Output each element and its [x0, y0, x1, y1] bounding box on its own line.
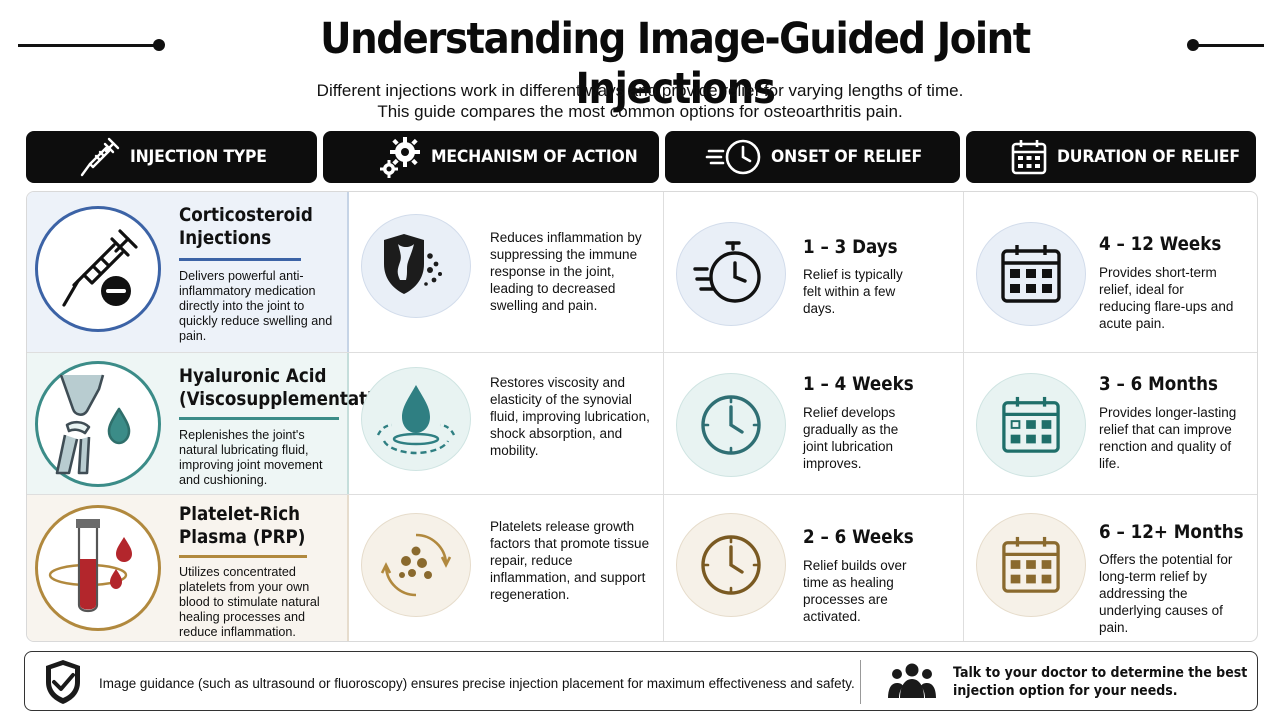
- type-name-line-1: Platelet-Rich: [179, 503, 301, 525]
- subtitle-line-2: This guide compares the most common opti…: [377, 102, 903, 121]
- duration-cell: 3 – 6 Months Provides longer-lasting rel…: [964, 353, 1257, 494]
- type-description: Delivers powerful anti-inflammatory medi…: [179, 269, 333, 343]
- type-name-line-1: Corticosteroid: [179, 204, 313, 226]
- duration-cell: 6 – 12+ Months Offers the potential for …: [964, 495, 1257, 641]
- type-underline: [179, 555, 307, 558]
- footer-note: Image guidance (such as ultrasound or fl…: [99, 676, 855, 691]
- subtitle-line-1: Different injections work in different w…: [316, 81, 964, 100]
- type-description: Replenishes the joint's natural lubricat…: [179, 428, 323, 487]
- footer-cta-line-1: Talk to your doctor to determine the bes…: [953, 665, 1248, 681]
- water-drop-icon: [361, 367, 471, 471]
- duration-cell: 4 – 12 Weeks Provides short-term relief,…: [964, 192, 1257, 352]
- gears-icon: [375, 131, 427, 183]
- shield-joint-icon: [361, 214, 471, 318]
- header-mechanism: MECHANISM OF ACTION: [323, 131, 659, 183]
- onset-heading: 2 – 6 Weeks: [803, 526, 914, 548]
- title-dot-left: [153, 39, 165, 51]
- footer-note-box: Image guidance (such as ultrasound or fl…: [24, 651, 1258, 711]
- clock-icon: [676, 373, 786, 477]
- duration-text: Provides longer-lasting relief that can …: [1099, 405, 1237, 471]
- onset-text: Relief develops gradually as the joint l…: [803, 405, 899, 471]
- onset-cell: 1 – 4 Weeks Relief develops gradually as…: [664, 353, 964, 494]
- onset-heading: 1 – 3 Days: [803, 236, 898, 258]
- mechanism-cell: Restores viscosity and elasticity of the…: [349, 353, 664, 494]
- mechanism-text: Reduces inflammation by suppressing the …: [490, 230, 642, 313]
- onset-heading: 1 – 4 Weeks: [803, 373, 914, 395]
- type-name-line-1: Hyaluronic Acid: [179, 365, 327, 387]
- calendar-icon: [1004, 131, 1053, 183]
- blood-tube-icon: [35, 505, 161, 631]
- onset-cell: 2 – 6 Weeks Relief builds over time as h…: [664, 495, 964, 641]
- header-onset: ONSET OF RELIEF: [665, 131, 960, 183]
- clock-fast-icon: [703, 131, 767, 183]
- stopwatch-icon: [676, 222, 786, 326]
- mechanism-text: Platelets release growth factors that pr…: [490, 519, 650, 602]
- header-label: DURATION OF RELIEF: [1057, 147, 1241, 167]
- type-underline: [179, 417, 339, 420]
- type-underline: [179, 258, 301, 261]
- title-rule-right: [1198, 44, 1264, 47]
- type-cell-hyaluronic-acid: Hyaluronic Acid (Viscosupplementation) R…: [27, 353, 404, 494]
- clock-icon: [676, 513, 786, 617]
- title-dot-right: [1187, 39, 1199, 51]
- table-row: Platelet-Rich Plasma (PRP) Utilizes conc…: [27, 495, 1257, 641]
- header-duration: DURATION OF RELIEF: [966, 131, 1256, 183]
- shield-check-icon: [43, 658, 83, 711]
- duration-text: Provides short-term relief, ideal for re…: [1099, 265, 1234, 331]
- corticosteroid-syringe-icon: [35, 206, 161, 332]
- onset-cell: 1 – 3 Days Relief is typically felt with…: [664, 192, 964, 352]
- type-description: Utilizes concentrated platelets from you…: [179, 565, 320, 639]
- type-name-line-2: (Viscosupplementation): [179, 388, 404, 410]
- calendar-grid-icon: [976, 373, 1086, 477]
- duration-heading: 4 – 12 Weeks: [1099, 233, 1222, 255]
- type-name-line-2: Plasma (PRP): [179, 526, 306, 548]
- header-injection-type: INJECTION TYPE: [26, 131, 317, 183]
- table-row: Hyaluronic Acid (Viscosupplementation) R…: [27, 353, 1257, 495]
- table-row: Corticosteroid Injections Delivers power…: [27, 192, 1257, 353]
- mechanism-cell: Reduces inflammation by suppressing the …: [349, 192, 664, 352]
- header-label: INJECTION TYPE: [130, 147, 267, 167]
- knee-drop-icon: [35, 361, 161, 487]
- title-rule-left: [18, 44, 156, 47]
- syringe-icon: [74, 131, 126, 183]
- title-row: Understanding Image-Guided Joint Injecti…: [0, 10, 1280, 114]
- type-cell-prp: Platelet-Rich Plasma (PRP) Utilizes conc…: [27, 495, 349, 641]
- duration-text: Offers the potential for long-term relie…: [1099, 552, 1233, 635]
- comparison-table: Corticosteroid Injections Delivers power…: [26, 191, 1258, 642]
- mechanism-cell: Platelets release growth factors that pr…: [349, 495, 664, 641]
- onset-text: Relief is typically felt within a few da…: [803, 267, 903, 316]
- calendar-grid-icon: [976, 222, 1086, 326]
- mechanism-text: Restores viscosity and elasticity of the…: [490, 375, 650, 458]
- header-label: MECHANISM OF ACTION: [431, 147, 638, 167]
- footer-divider: [860, 660, 861, 704]
- duration-heading: 3 – 6 Months: [1099, 373, 1218, 395]
- header-label: ONSET OF RELIEF: [771, 147, 922, 167]
- page-title: Understanding Image-Guided Joint Injecti…: [320, 14, 1031, 114]
- regeneration-cycle-icon: [361, 513, 471, 617]
- calendar-grid-icon: [976, 513, 1086, 617]
- footer-cta-line-2: injection option for your needs.: [953, 683, 1178, 699]
- duration-heading: 6 – 12+ Months: [1099, 521, 1244, 543]
- type-name-line-2: Injections: [179, 227, 272, 249]
- column-headers: INJECTION TYPE MECHANISM OF: [0, 131, 1280, 183]
- people-group-icon: [887, 662, 937, 705]
- type-cell-corticosteroid: Corticosteroid Injections Delivers power…: [27, 192, 349, 352]
- onset-text: Relief builds over time as healing proce…: [803, 558, 907, 624]
